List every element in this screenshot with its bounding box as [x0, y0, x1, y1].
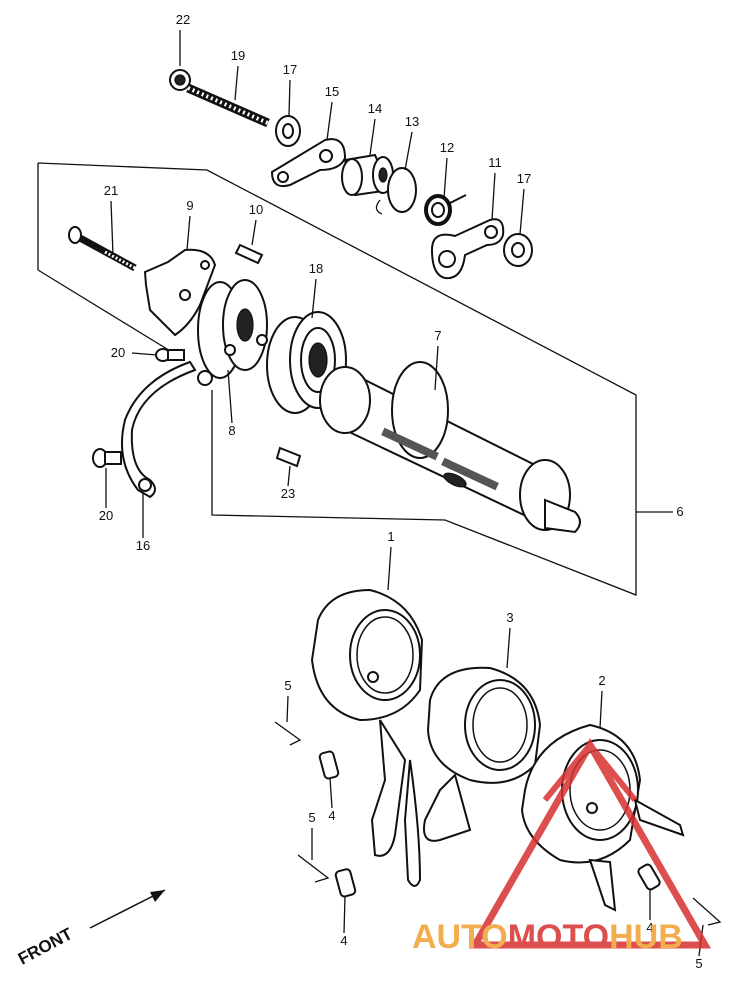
part-20-screw-upper	[155, 348, 185, 362]
part-4-pin-middle	[334, 868, 357, 898]
part-5-clip-right	[692, 897, 722, 926]
callout-19: 19	[231, 48, 245, 63]
svg-text:AUTOMOTOHUB: AUTOMOTOHUB	[412, 918, 683, 956]
callout-leader-11	[491, 172, 496, 221]
callout-5: 5	[308, 810, 315, 825]
callout-16: 16	[136, 538, 150, 553]
part-5-clip-middle	[297, 854, 330, 883]
callout-leader-15	[326, 101, 333, 141]
callout-12: 12	[440, 140, 454, 155]
part-14-collar	[341, 153, 394, 197]
callout-22: 22	[176, 12, 190, 27]
part-13-spring	[375, 167, 417, 215]
callout-5: 5	[695, 956, 702, 971]
callout-leader-10	[251, 219, 257, 246]
callout-9: 9	[186, 198, 193, 213]
part-8-drum-cam	[197, 279, 268, 379]
callout-leader-17	[288, 79, 291, 116]
part-4-pin-right	[637, 863, 661, 891]
callout-10: 10	[249, 202, 263, 217]
part-5-clip-left	[274, 721, 302, 746]
part-10-pin	[234, 243, 264, 265]
part-21-bolt	[68, 226, 137, 272]
callout-leader-12	[443, 157, 448, 199]
front-direction-indicator: FRONT	[15, 889, 166, 969]
assembly-frame-upper	[37, 162, 637, 596]
part-11-plate	[430, 218, 505, 280]
callout-17: 17	[283, 62, 297, 77]
callout-13: 13	[405, 114, 419, 129]
part-15-plate	[270, 138, 347, 188]
callout-leader-3	[506, 627, 511, 669]
callout-20: 20	[99, 508, 113, 523]
callout-2: 2	[598, 673, 605, 688]
callout-leader-2	[599, 690, 603, 729]
callout-leader-8	[227, 369, 233, 424]
callout-leader-19	[234, 65, 239, 101]
callout-leader-4	[343, 895, 346, 934]
part-20-screw-lower	[92, 448, 122, 468]
callout-3: 3	[506, 610, 513, 625]
watermark-auto: AUTO	[412, 918, 508, 956]
callout-leader-21	[110, 200, 114, 256]
callout-4: 4	[646, 920, 653, 935]
watermark-logo-triangle	[468, 737, 712, 949]
callout-7: 7	[434, 328, 441, 343]
part-17-washer-right	[503, 233, 533, 267]
callout-leader-4	[329, 777, 333, 809]
callout-23: 23	[281, 486, 295, 501]
callout-11: 11	[488, 155, 502, 170]
part-1-shift-fork	[310, 588, 424, 887]
part-22-nut	[169, 69, 191, 91]
callout-leader-9	[186, 215, 191, 251]
part-9-stopper-plate	[143, 248, 217, 337]
part-19-bolt	[186, 83, 270, 128]
callout-leader-18	[311, 278, 317, 319]
front-label: FRONT	[15, 924, 76, 969]
callout-leader-20	[131, 352, 158, 356]
part-23-pin	[275, 446, 302, 468]
callout-17: 17	[517, 171, 531, 186]
callout-leader-17	[519, 188, 525, 235]
callout-15: 15	[325, 84, 339, 99]
part-4-pin-left	[318, 750, 340, 780]
callout-leader-5	[286, 695, 289, 723]
callout-1: 1	[387, 529, 394, 544]
callout-leader-13	[404, 131, 413, 171]
callout-18: 18	[309, 261, 323, 276]
part-7-shift-drum	[319, 361, 581, 534]
part-12-coil-spring	[424, 194, 467, 226]
callout-4: 4	[340, 933, 347, 948]
callout-leader-7	[434, 345, 439, 391]
watermark-moto: MOTO	[508, 918, 609, 956]
part-18-bearing	[266, 311, 347, 414]
automotohub-watermark: AUTOMOTOHUB	[412, 737, 712, 956]
callout-6: 6	[676, 504, 683, 519]
part-16-guide-plate	[121, 360, 213, 499]
watermark-hub: HUB	[609, 918, 683, 956]
callout-20: 20	[111, 345, 125, 360]
callout-leader-1	[387, 546, 392, 591]
callout-5: 5	[284, 678, 291, 693]
callout-8: 8	[228, 423, 235, 438]
callout-leader-14	[369, 118, 376, 156]
callout-leader-23	[287, 465, 291, 487]
part-17-washer-top	[275, 115, 301, 147]
callout-21: 21	[104, 183, 118, 198]
part-3-shift-fork	[423, 666, 542, 842]
callout-4: 4	[328, 808, 335, 823]
callout-14: 14	[368, 101, 382, 116]
